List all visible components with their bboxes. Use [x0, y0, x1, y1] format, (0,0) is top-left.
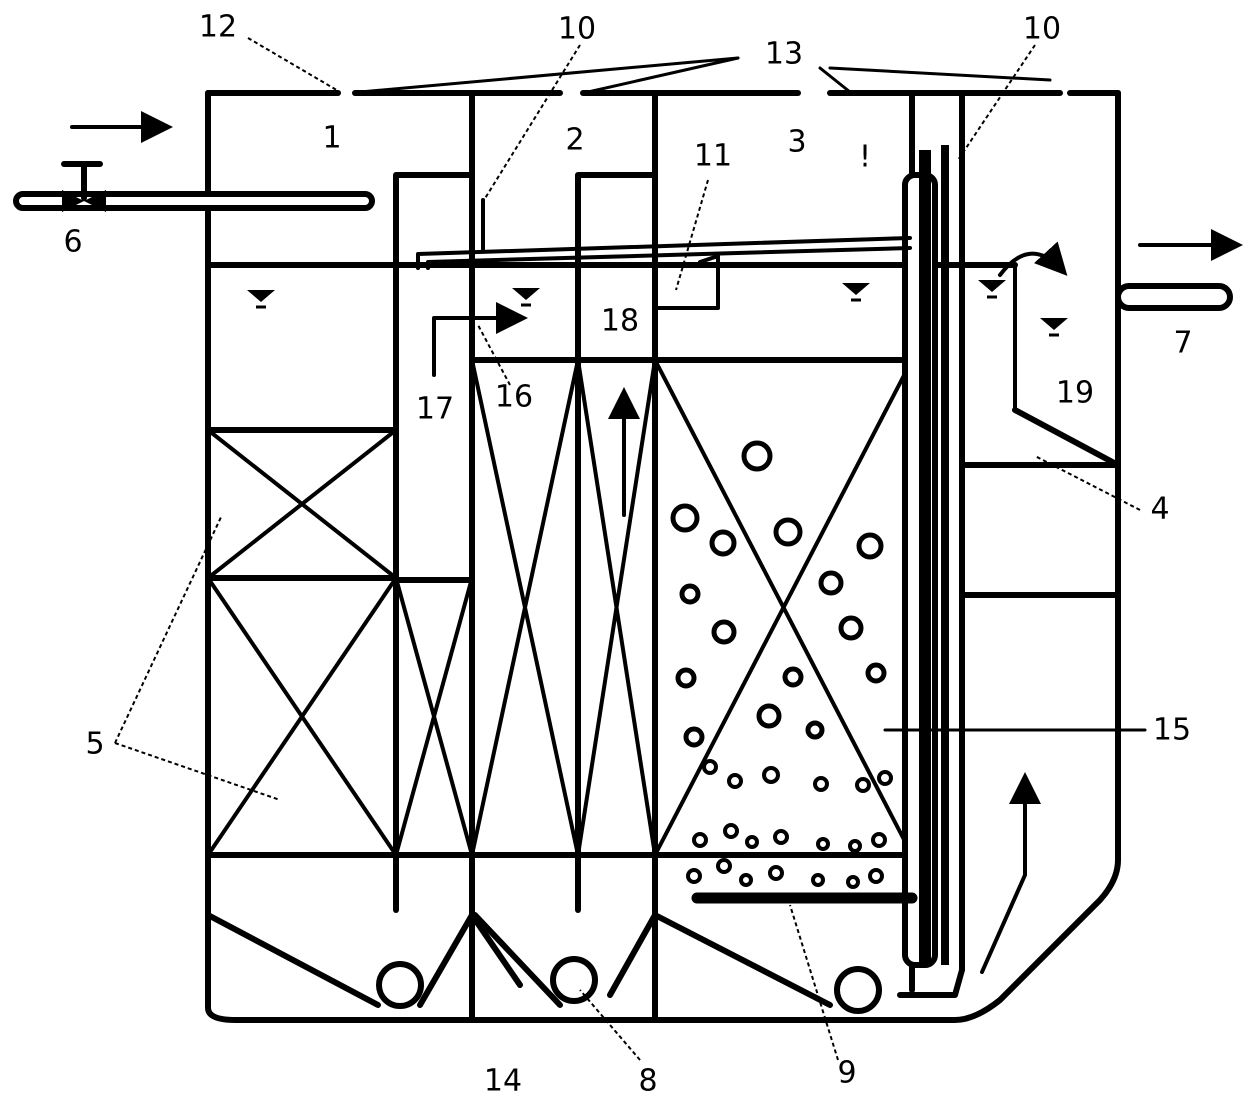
- sludge-pipe-3: [834, 966, 882, 1014]
- label-6: 6: [63, 225, 82, 260]
- packing-media-compartment-3: [653, 358, 914, 857]
- sludge-hoppers: [205, 852, 833, 1008]
- label-5: 5: [85, 727, 104, 762]
- label-8: 8: [638, 1064, 657, 1099]
- label-13: 13: [765, 37, 803, 72]
- label-1: 1: [322, 121, 341, 156]
- label-19: 19: [1056, 376, 1094, 411]
- label-16: 16: [495, 380, 533, 415]
- return-pipe: [416, 236, 912, 310]
- airlift-riser: [897, 145, 965, 998]
- packing-media-compartment-1: [205, 427, 915, 858]
- label-11: 11: [694, 139, 732, 174]
- sludge-pipe-2: [550, 956, 598, 1004]
- overflow-arrow-icon: [998, 241, 1068, 277]
- tank-outer-wall: [205, 90, 1121, 1023]
- upflow-arrow-settling-icon: [980, 772, 1041, 974]
- sludge-pipe-1: [376, 961, 424, 1009]
- label-4: 4: [1150, 492, 1169, 527]
- packing-media-compartment-2: [469, 357, 915, 857]
- water-level-icon: [247, 280, 1068, 337]
- distributor-pipe: [432, 302, 528, 377]
- air-bubbles: [670, 440, 893, 889]
- label-15: 15: [1153, 713, 1191, 748]
- label-14: 14: [484, 1064, 522, 1099]
- outlet-channel-wall: [1115, 90, 1228, 293]
- label-9: 9: [837, 1056, 856, 1091]
- label-12: 12: [199, 10, 237, 45]
- label-3: 3: [787, 125, 806, 160]
- valve-icon: [62, 190, 106, 212]
- label-10-right: 10: [1023, 12, 1061, 47]
- label-17: 17: [416, 392, 454, 427]
- label-exclamation: !: [859, 140, 871, 175]
- settling-slope: [1012, 407, 1121, 468]
- label-18: 18: [601, 304, 639, 339]
- label-2: 2: [565, 123, 584, 158]
- label-10-left: 10: [558, 12, 596, 47]
- label-7: 7: [1173, 326, 1192, 361]
- label-leaders: [114, 37, 1147, 1061]
- outlet-pipe: [1115, 283, 1233, 311]
